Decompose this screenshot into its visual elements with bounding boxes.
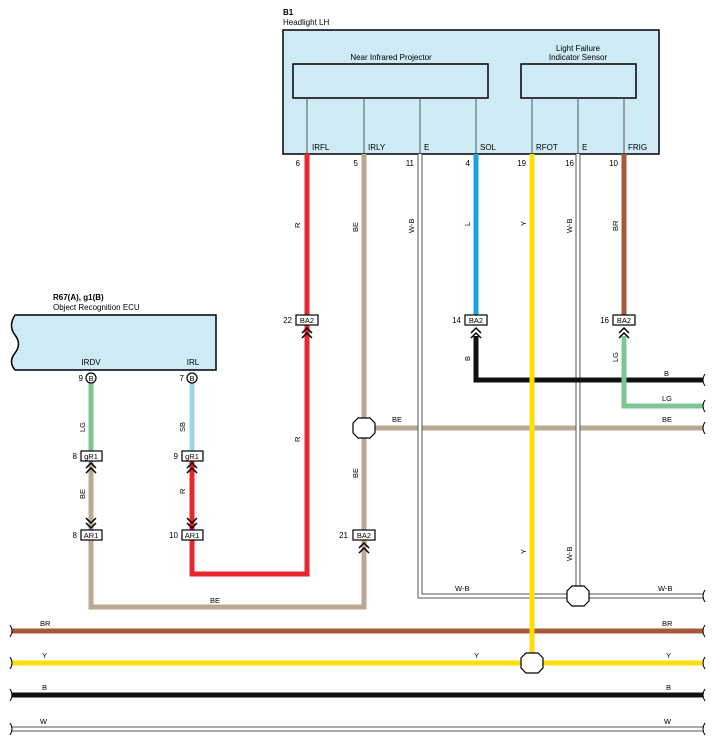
lbl-wb-2: W-B [565,219,574,233]
lbl-be-2: BE [351,468,360,478]
conn-gr1-8-num: 8 [73,452,78,461]
wire-e11-outer [417,154,703,599]
lbl-be-4: BE [392,415,402,424]
wire-sol-black [473,336,703,383]
lbl-bus-w-left: W [40,717,48,726]
lbl-wb-4: W-B [455,584,469,593]
pin-num-16: 16 [565,159,574,168]
lbl-bus-br-left: BR [40,619,51,628]
ecu-pin-irdv: IRDV [81,358,101,367]
ecu-name: Object Recognition ECU [53,303,140,312]
ecu-pin-irl-tag: B [189,374,194,383]
conn-ar1-10-num: 10 [169,531,178,540]
lbl-l: L [463,222,472,226]
junctions [352,417,590,674]
lbl-r-2: R [293,436,302,442]
lbl-lg-2: LG [662,394,672,403]
lbl-bus-y-left: Y [42,651,47,660]
lbl-wb-3: W-B [565,547,574,561]
ecu-box [10,314,217,371]
conn-gr1-9-label: gR1 [185,452,199,461]
connectors: BA2 22 BA2 14 BA2 16 BA2 21 B 9 B 7 gR1 … [73,314,636,554]
lbl-bus-b-right: B [666,683,671,692]
lbl-bus-w-right: W [664,717,672,726]
junction-wb [566,585,590,607]
pin-num-10: 10 [609,159,618,168]
headlight-component: B1 Headlight LH Near Infrared Projector … [282,8,660,168]
ecu-pin-irdv-num: 9 [79,374,84,383]
sensor-box [520,63,637,99]
headlight-code: B1 [283,8,294,17]
pin-name-irfl: IRFL [312,143,330,152]
lbl-wb-5: W-B [658,584,672,593]
conn-gr1-8-label: gR1 [84,452,98,461]
headlight-name: Headlight LH [283,18,329,27]
junction-y [520,652,544,674]
ecu-pin-irdv-tag: B [88,374,93,383]
lbl-b-2: B [664,369,669,378]
ecu-component: R67(A), g1(B) Object Recognition ECU IRD… [10,293,217,371]
conn-ba2-22-label: BA2 [300,316,314,325]
lbl-lg-3: LG [78,422,87,432]
conn-ba2-14-num: 14 [452,316,461,325]
ecu-code: R67(A), g1(B) [53,293,104,302]
wire-irly-beige [88,154,367,610]
pin-name-rfot: RFOT [536,143,558,152]
conn-ar1-8-num: 8 [73,531,78,540]
wire-labels: R R R BE BE BE BE BE BE W-B W-B W-B W-B … [40,219,673,726]
pin-num-5: 5 [354,159,359,168]
wires [12,154,703,732]
lbl-sb: SB [178,422,187,432]
lbl-y-1: Y [519,221,528,226]
pin-num-4: 4 [466,159,471,168]
lbl-wb-1: W-B [407,219,416,233]
ecu-pin-irl-num: 7 [180,374,185,383]
pin-name-irly: IRLY [368,143,386,152]
pin-name-sol: SOL [480,143,497,152]
lbl-be-6: BE [210,596,220,605]
lbl-br-1: BR [611,220,620,231]
lbl-bus-y-mid: Y [474,651,479,660]
lbl-be-1: BE [351,222,360,232]
lbl-bus-br-right: BR [662,619,673,628]
conn-ba2-21-num: 21 [339,531,348,540]
break-marks [9,373,706,736]
projector-label: Near Infrared Projector [350,53,432,62]
lbl-be-5: BE [662,415,672,424]
pin-name-frig: FRIG [628,143,647,152]
pin-name-e1: E [424,143,429,152]
sensor-label-2: Indicator Sensor [549,53,608,62]
projector-box [292,63,489,99]
pin-num-19: 19 [517,159,526,168]
conn-ar1-8-label: AR1 [84,531,99,540]
conn-ba2-22-num: 22 [283,316,292,325]
pin-num-11: 11 [406,159,415,168]
wire-frig-lg [621,336,703,409]
lbl-r-1: R [293,222,302,228]
lbl-lg-1: LG [611,352,620,362]
conn-gr1-9-num: 9 [174,452,179,461]
lbl-bus-b-left: B [42,683,47,692]
sensor-label-1: Light Failure [556,44,601,53]
conn-ba2-14-label: BA2 [469,316,483,325]
lbl-be-3: BE [78,489,87,499]
wire-irfl-red [189,154,310,577]
lbl-y-2: Y [519,549,528,554]
ecu-pin-irl: IRL [187,358,200,367]
conn-ba2-16-label: BA2 [617,316,631,325]
wire-e11-inner [418,154,703,598]
conn-ba2-21-label: BA2 [357,531,371,540]
lbl-b-1: B [463,356,472,361]
pin-num-6: 6 [296,159,301,168]
lbl-bus-y-right: Y [666,651,671,660]
junction-be [352,417,376,439]
conn-ar1-10-label: AR1 [185,531,200,540]
conn-ba2-16-num: 16 [600,316,609,325]
lbl-r-3: R [178,488,187,494]
pin-name-e2: E [582,143,587,152]
